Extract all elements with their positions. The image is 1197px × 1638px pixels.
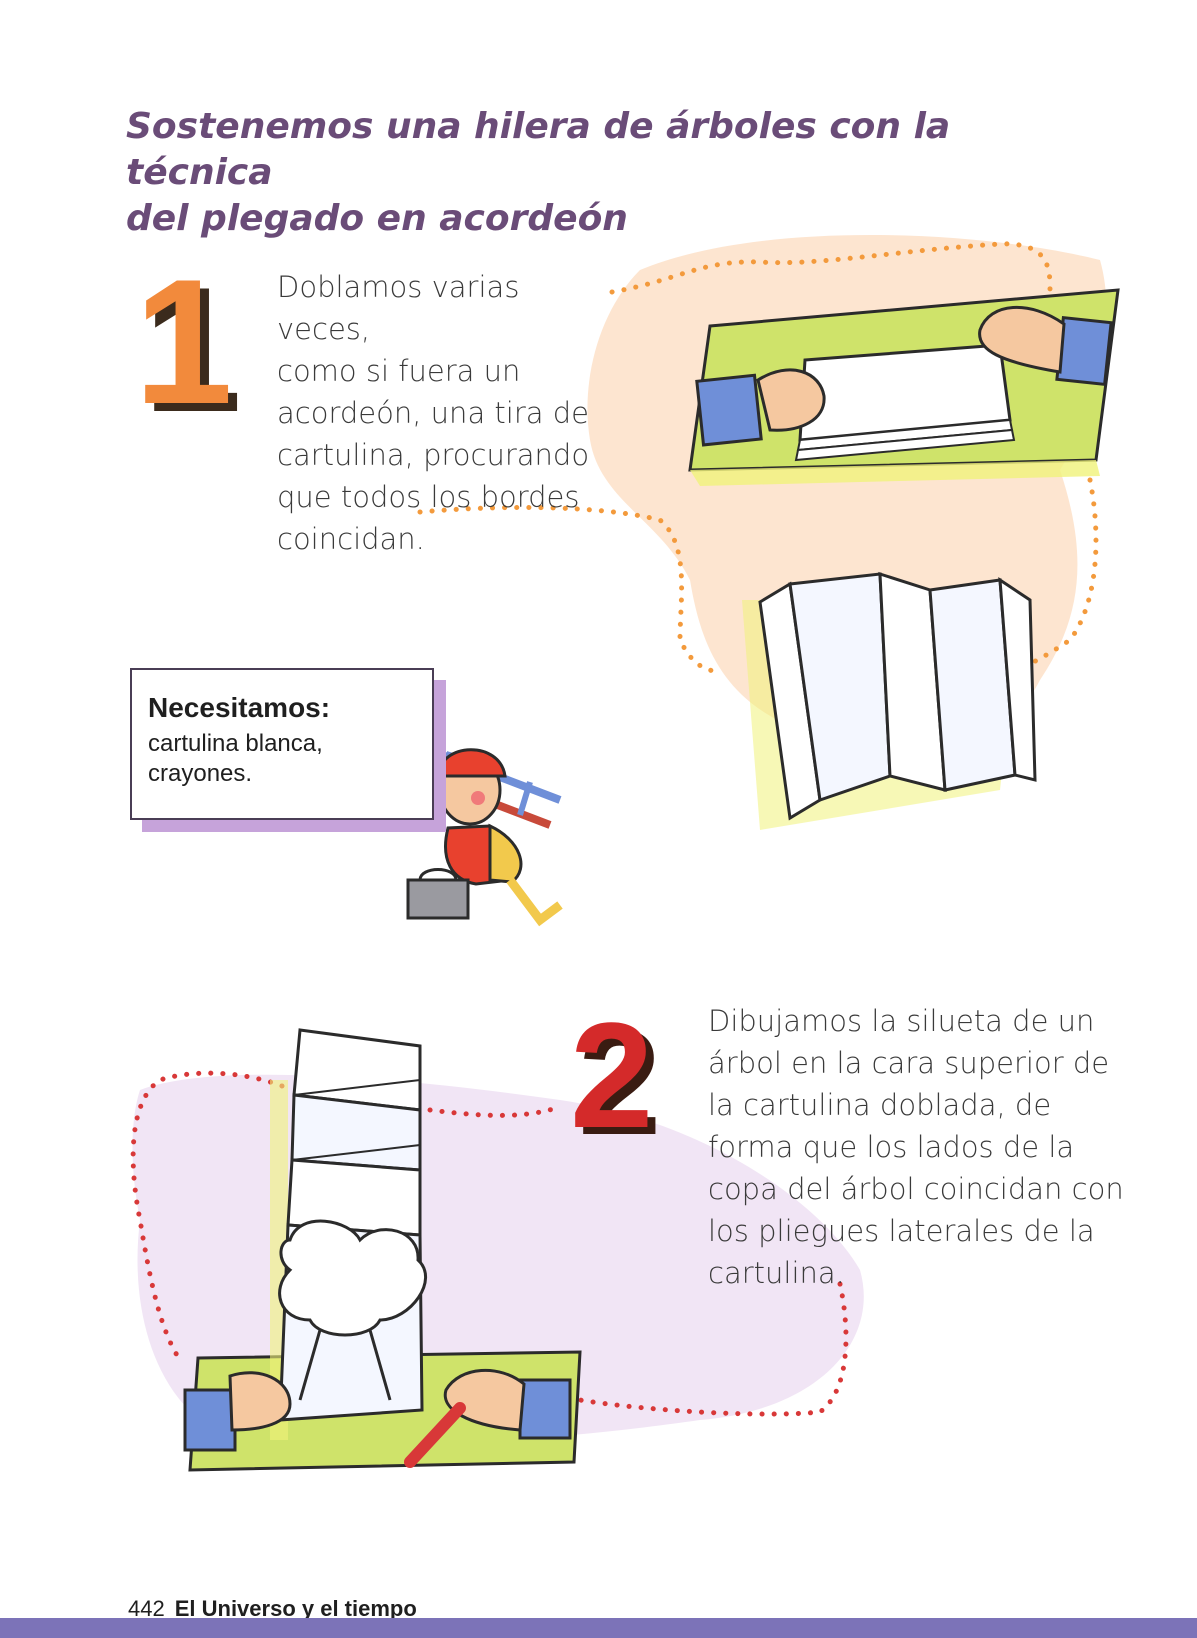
materials-box: Necesitamos: cartulina blanca, crayones.	[130, 668, 434, 820]
step1-line: Doblamos varias veces,	[277, 270, 520, 346]
step2-dotted-line	[130, 1070, 849, 1417]
footer-bar	[0, 1618, 1197, 1638]
page-footer: 442 El Universo y el tiempo	[128, 1596, 417, 1622]
accordion-folded-strip	[742, 571, 1037, 830]
step2-line: los pliegues laterales de la	[708, 1214, 1095, 1248]
step2-number: 2	[570, 991, 654, 1159]
step2-line: forma que los lados de la	[708, 1130, 1075, 1164]
step2-line: copa del árbol coincidan con	[708, 1172, 1124, 1206]
step1-line: cartulina, procurando	[277, 438, 590, 472]
materials-heading: Necesitamos:	[148, 692, 331, 723]
step1-line: coincidan.	[277, 522, 425, 556]
step2-line: árbol en la cara superior de	[708, 1046, 1110, 1080]
page-title: Sostenemos una hilera de árboles con la …	[126, 104, 1026, 242]
step2-line: cartulina.	[708, 1256, 845, 1290]
materials-item: cartulina blanca,	[148, 730, 323, 757]
hands-drawing-tree	[183, 1028, 582, 1472]
step2-instructions: Dibujamos la silueta de un árbol en la c…	[708, 1000, 1138, 1294]
step1-line: como si fuera un	[277, 354, 521, 388]
title-line-1: Sostenemos una hilera de árboles con la …	[126, 106, 951, 193]
chapter-title: El Universo y el tiempo	[174, 1596, 417, 1621]
page-number: 442	[128, 1596, 165, 1621]
step1-line: acordeón, una tira de	[277, 396, 590, 430]
step1-number: 1	[134, 242, 233, 441]
materials-item: crayones.	[148, 760, 253, 787]
hands-folding-paper	[688, 288, 1120, 486]
step2-line: Dibujamos la silueta de un	[708, 1004, 1095, 1038]
step2-line: la cartulina doblada, de	[708, 1088, 1052, 1122]
step1-instructions: Doblamos varias veces, como si fuera un …	[277, 266, 607, 560]
title-line-2: del plegado en acordeón	[126, 198, 628, 239]
step1-line: que todos los bordes	[277, 480, 580, 514]
